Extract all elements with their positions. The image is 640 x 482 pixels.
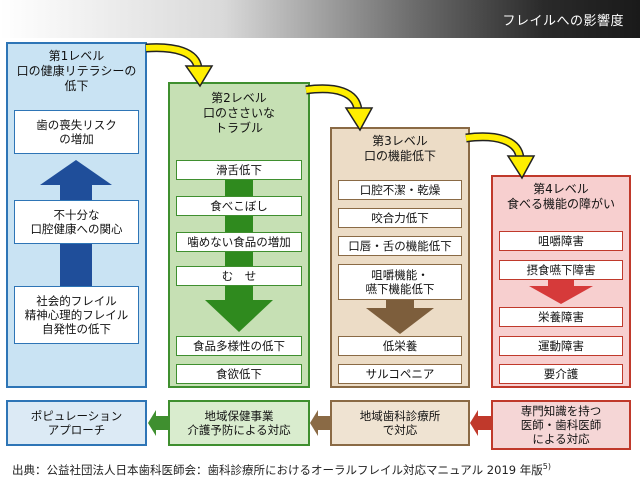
level-3-item-4: 咀嚼機能・ 嚥下機能低下 [338,264,462,300]
level-1-item-2: 不十分な 口腔健康への関心 [14,200,139,244]
level-2-to-3-arrow [305,84,374,132]
level-4-heading: 第4レベル 食べる機能の障がい [506,182,615,211]
response-level-3: 地域歯科診療所 で対応 [330,400,470,446]
level-4-item-4: 運動障害 [499,336,623,356]
level-4-item-2: 摂食嚥下障害 [499,260,623,280]
response-arrow-2-to-1 [148,410,168,436]
level-3-heading: 第3レベル 口の機能低下 [363,134,436,163]
level-3-item-1: 口腔不潔・乾燥 [338,180,462,200]
level-2-item-4: む せ [176,266,302,286]
level-3-item-2: 咬合力低下 [338,208,462,228]
level-1-to-2-arrow [145,43,214,88]
response-arrow-3-to-2 [310,410,330,436]
response-level-4: 専門知識を持つ 医師・歯科医師 による対応 [491,400,631,450]
level-1-heading: 第1レベル 口の健康リテラシーの低下 [16,48,137,93]
response-level-1: ポピュレーション アプローチ [6,400,147,446]
level-2-item-5: 食品多様性の低下 [176,336,302,356]
level-3-item-5: 低栄養 [338,336,462,356]
level-3-item-3: 口唇・舌の機能低下 [338,236,462,256]
level-2-item-2: 食べこぼし [176,196,302,216]
response-arrow-4-to-3 [470,410,491,436]
source-citation-ref: 5) [542,462,551,472]
page-title: フレイルへの影響度 [502,14,624,29]
level-4-item-3: 栄養障害 [499,307,623,327]
level-2-item-3: 噛めない食品の増加 [176,232,302,252]
source-citation-text: 出典：公益社団法人日本歯科医師会：歯科診療所におけるオーラルフレイル対応マニュア… [12,463,543,477]
level-1-item-3: 社会的フレイル 精神心理的フレイル 自発性の低下 [14,286,139,344]
level-3-item-6: サルコペニア [338,364,462,384]
source-citation: 出典：公益社団法人日本歯科医師会：歯科診療所におけるオーラルフレイル対応マニュア… [12,462,551,478]
level-1-item-1: 歯の喪失リスク の増加 [14,110,139,154]
level-4-item-5: 要介護 [499,364,623,384]
level-2-heading: 第2レベル 口のささいな トラブル [202,90,275,135]
title-band: フレイルへの影響度 [0,0,640,38]
level-4-item-1: 咀嚼障害 [499,231,623,251]
response-level-2: 地域保健事業 介護予防による対応 [168,400,310,446]
level-2-item-6: 食欲低下 [176,364,302,384]
level-3-to-4-arrow [465,132,536,180]
level-2-item-1: 滑舌低下 [176,160,302,180]
